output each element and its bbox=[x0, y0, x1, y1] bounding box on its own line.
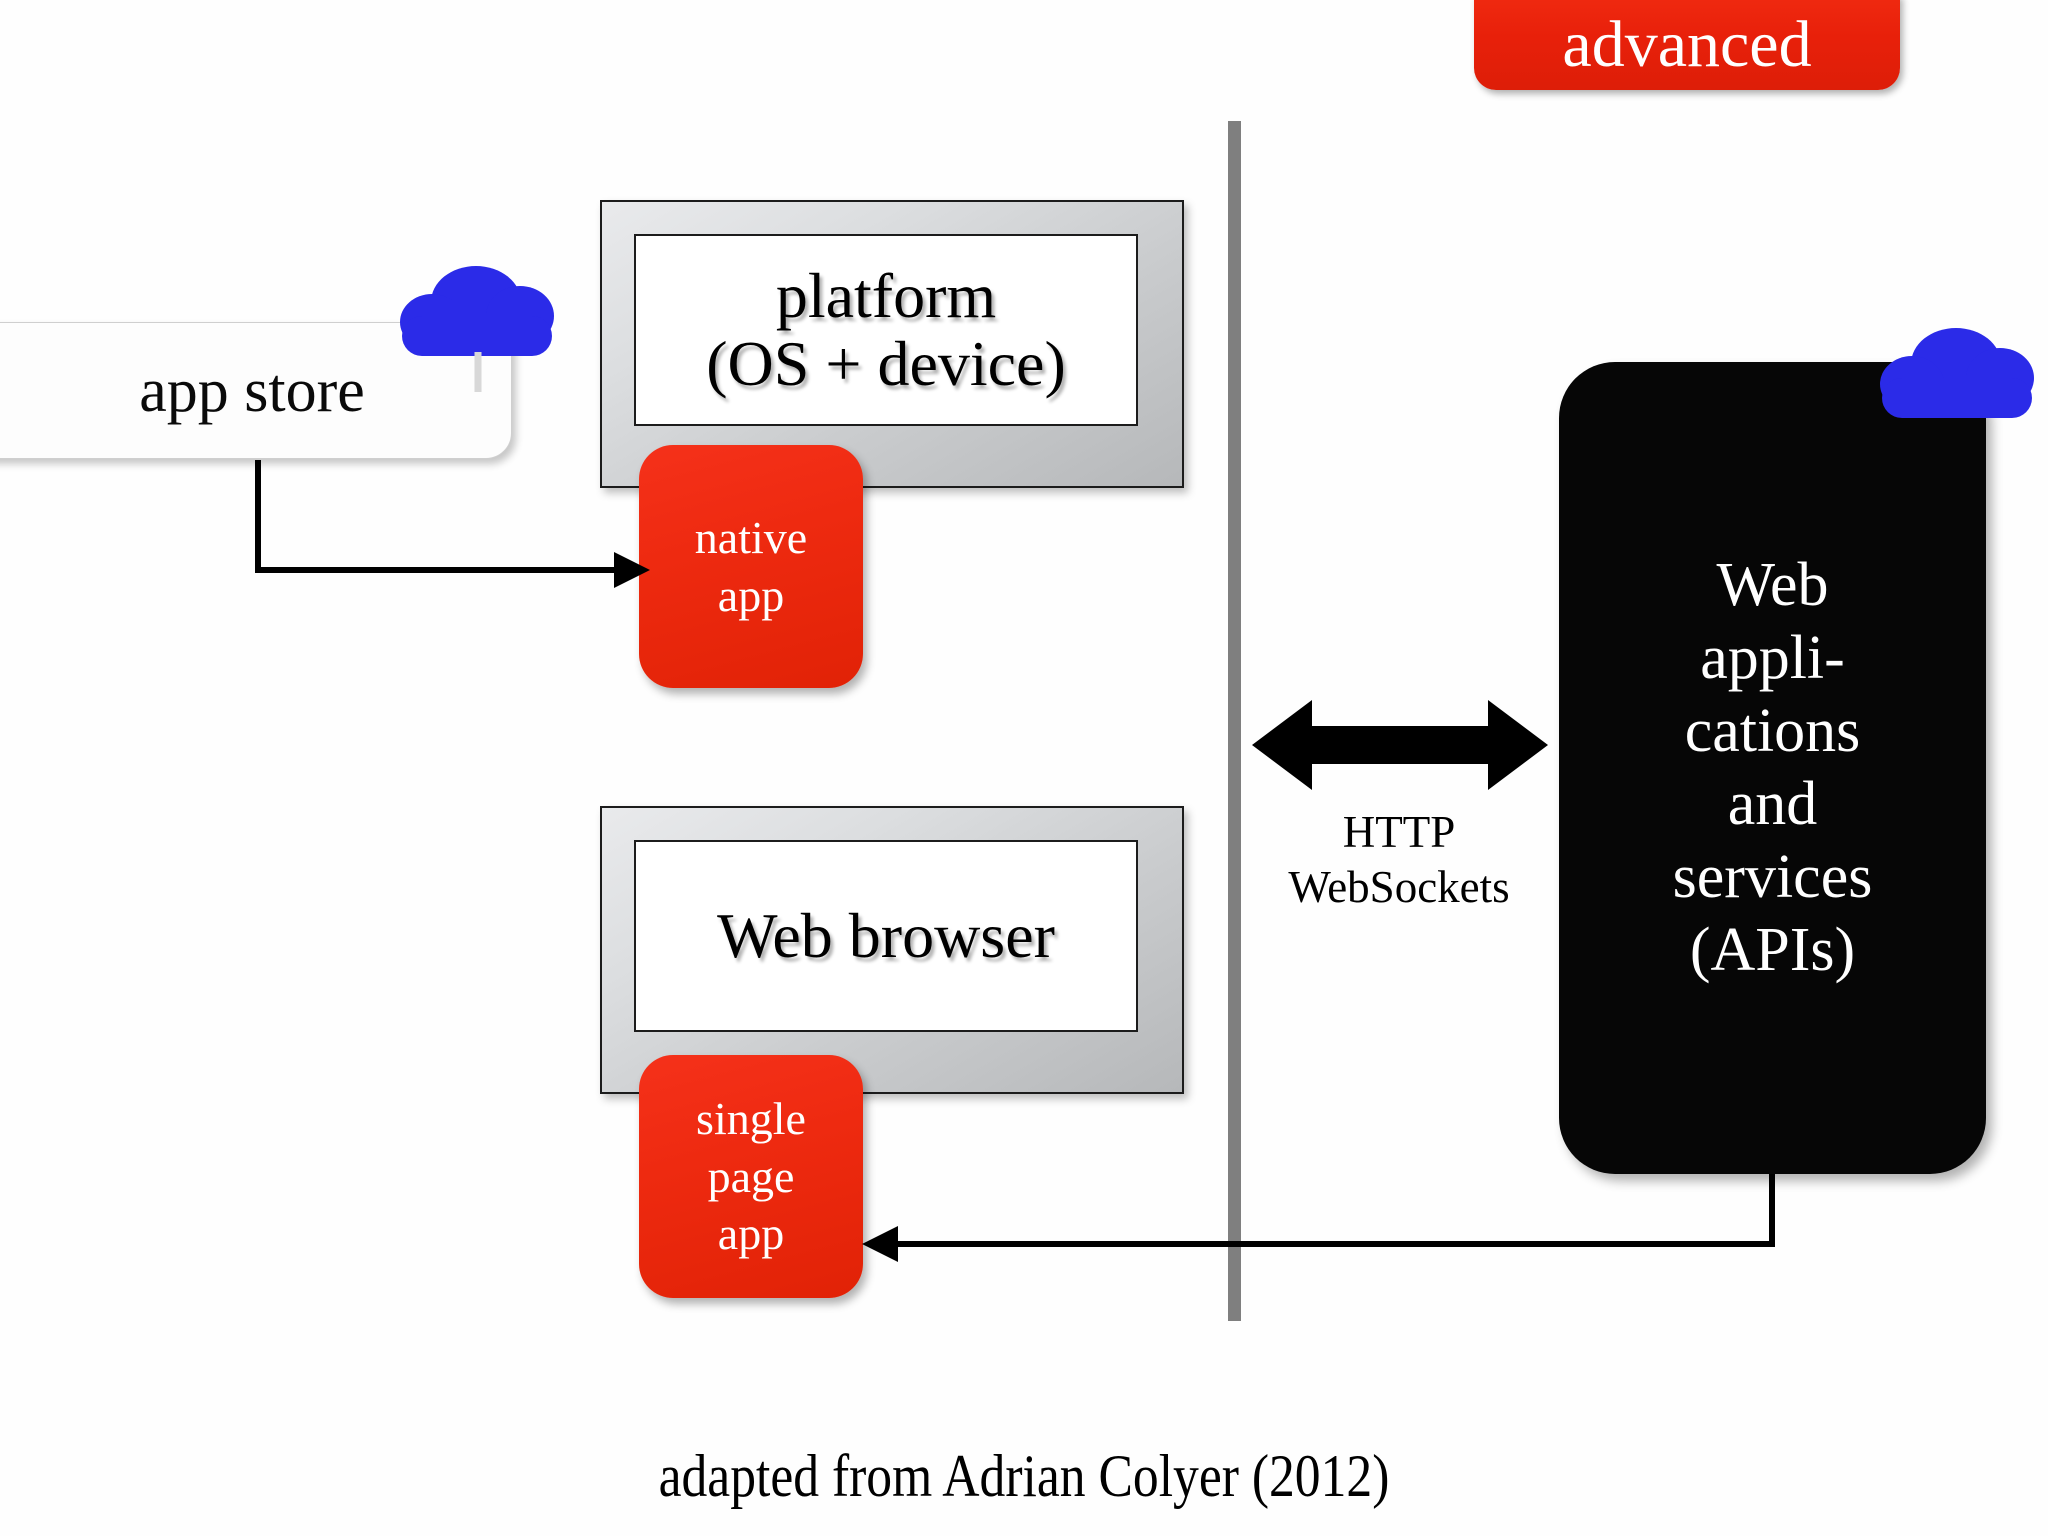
web-services-line1: Web bbox=[1716, 550, 1829, 619]
web-services-line2: appli- bbox=[1700, 623, 1845, 692]
platform-label-line1: platform bbox=[775, 260, 997, 332]
native-app-node: native app bbox=[639, 445, 863, 688]
spa-label-line2: page bbox=[707, 1150, 795, 1202]
platform-inner-panel: platform (OS + device) bbox=[634, 234, 1138, 426]
web-services-label: Web appli- cations and services (APIs) bbox=[1663, 549, 1883, 988]
protocol-label: HTTP WebSockets bbox=[1255, 805, 1543, 915]
advanced-badge: advanced bbox=[1474, 0, 1900, 90]
native-app-label-line1: native bbox=[694, 512, 808, 563]
platform-label: platform (OS + device) bbox=[706, 262, 1066, 398]
platform-label-line2: (OS + device) bbox=[706, 328, 1066, 399]
native-app-label-line2: app bbox=[717, 569, 785, 621]
web-services-line5: services bbox=[1672, 843, 1873, 912]
web-services-node: Web appli- cations and services (APIs) bbox=[1559, 362, 1986, 1174]
vertical-divider bbox=[1228, 121, 1241, 1321]
app-store-label: app store bbox=[139, 356, 365, 425]
spa-label-line3: app bbox=[717, 1208, 785, 1260]
spa-label-line1: single bbox=[696, 1093, 806, 1145]
diagram-caption: adapted from Adrian Colyer (2012) bbox=[658, 1443, 1390, 1509]
app-store-to-native-app-arrow bbox=[255, 460, 650, 588]
web-services-line6: (APIs) bbox=[1689, 916, 1856, 985]
cloud-icon bbox=[1878, 320, 2038, 443]
web-services-line3: cations bbox=[1684, 696, 1861, 765]
web-browser-label: Web browser bbox=[717, 900, 1055, 972]
platform-frame: platform (OS + device) bbox=[600, 200, 1184, 488]
protocol-label-line1: HTTP bbox=[1342, 807, 1456, 857]
double-arrow-icon bbox=[1252, 700, 1548, 790]
web-services-to-spa-arrow bbox=[862, 1174, 1775, 1262]
single-page-app-node: single page app bbox=[639, 1055, 863, 1298]
cloud-icon bbox=[398, 258, 558, 381]
web-browser-frame: Web browser bbox=[600, 806, 1184, 1094]
web-browser-inner-panel: Web browser bbox=[634, 840, 1138, 1032]
web-services-line4: and bbox=[1727, 770, 1818, 838]
protocol-label-line2: WebSockets bbox=[1288, 861, 1510, 912]
